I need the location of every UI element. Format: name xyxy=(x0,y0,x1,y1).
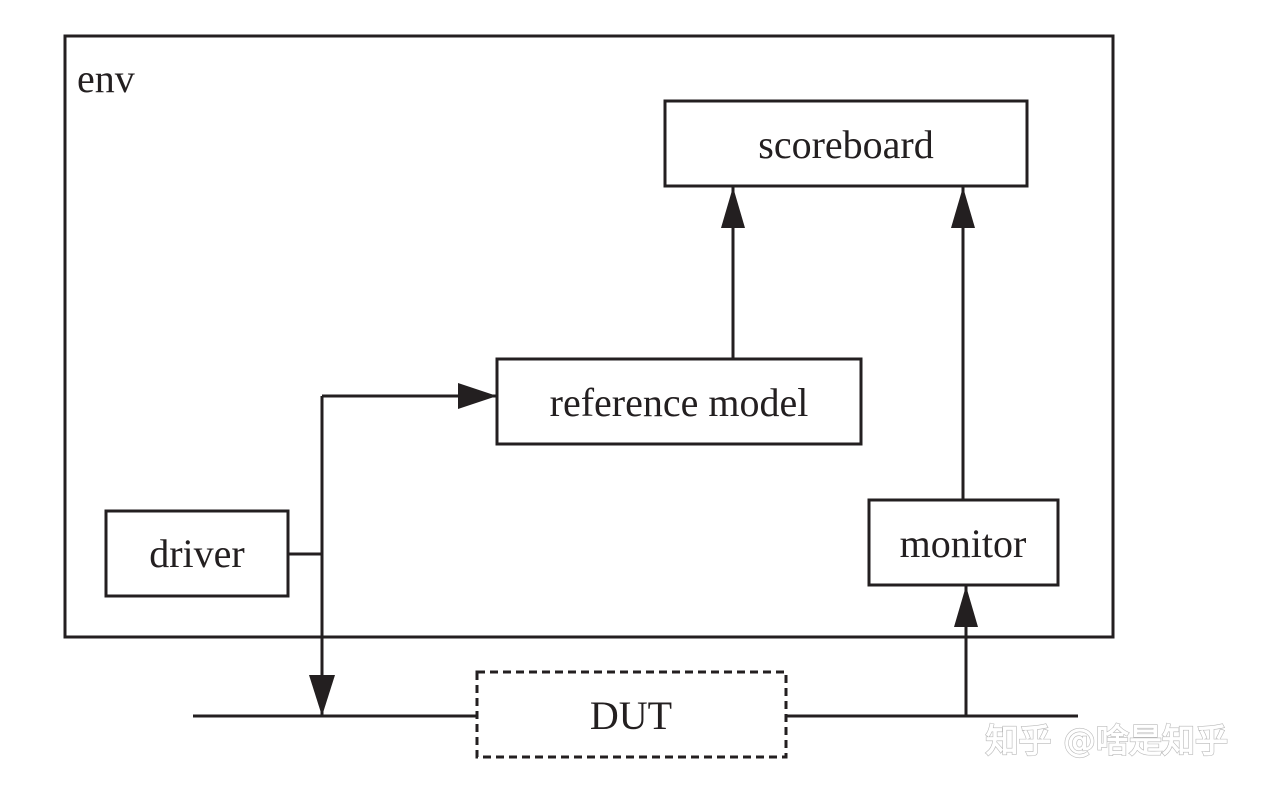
arrowhead-into-dut-bus xyxy=(309,675,335,716)
arrowhead-into-reference-model xyxy=(458,383,497,409)
driver-block: driver xyxy=(104,509,290,598)
monitor-label: monitor xyxy=(900,521,1027,566)
dut-block: DUT xyxy=(475,670,788,759)
monitor-block: monitor xyxy=(867,498,1060,587)
arrowhead-into-monitor xyxy=(954,586,978,627)
reference-model-block: reference model xyxy=(495,357,863,446)
dut-label: DUT xyxy=(590,693,672,738)
arrowhead-into-scoreboard-from-reference xyxy=(721,187,745,228)
env-label: env xyxy=(77,56,135,101)
watermark-text: 知乎 @啥是知乎 xyxy=(986,721,1229,760)
reference-model-label: reference model xyxy=(550,380,809,425)
env-container: env xyxy=(63,34,1115,639)
scoreboard-block: scoreboard xyxy=(663,99,1029,188)
arrowhead-into-scoreboard-from-monitor xyxy=(951,187,975,228)
driver-label: driver xyxy=(149,531,245,576)
scoreboard-label: scoreboard xyxy=(758,122,933,167)
